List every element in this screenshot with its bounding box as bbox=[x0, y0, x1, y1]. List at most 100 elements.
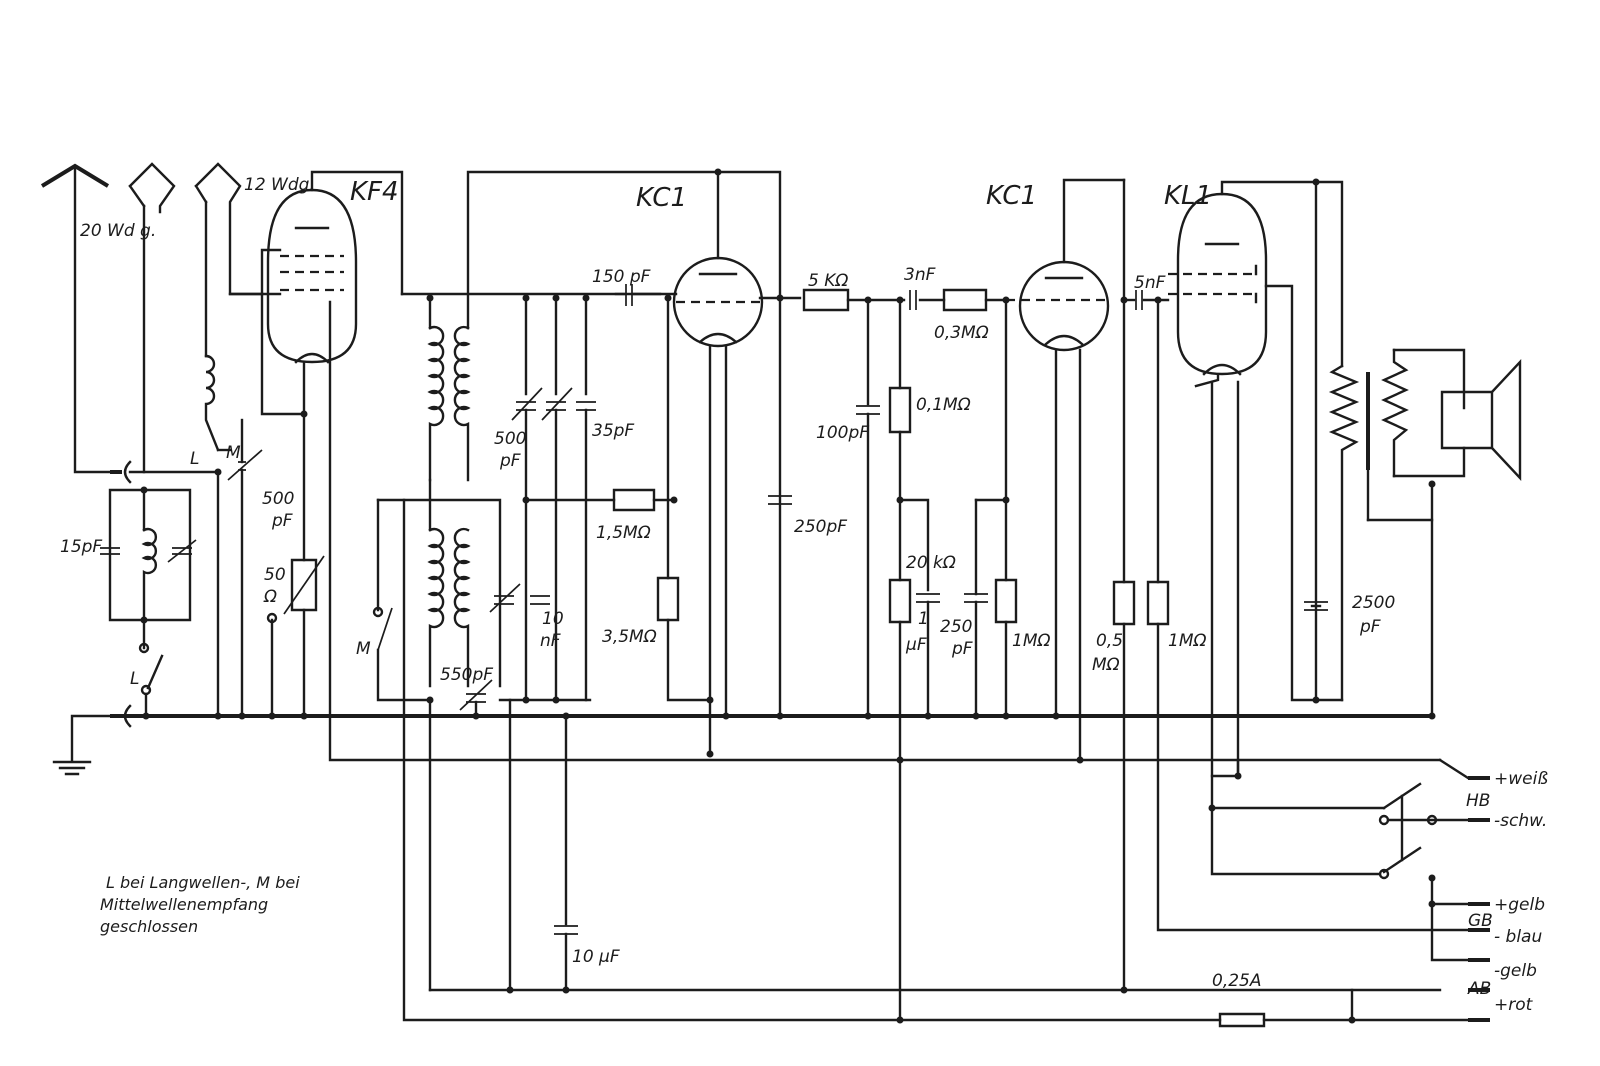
note-line-1: L bei Langwellen-, M bei bbox=[106, 873, 300, 892]
ground-symbol bbox=[52, 760, 92, 776]
coil-primary-upper bbox=[427, 325, 445, 482]
label-100pf: 100pF bbox=[816, 423, 869, 443]
label-150pf: 150 pF bbox=[592, 267, 651, 287]
label-wire-gelb-1: +gelb bbox=[1494, 895, 1545, 915]
label-5kohm: 5 KΩ bbox=[808, 271, 848, 291]
label-wire-weiss: +weiß bbox=[1494, 769, 1548, 789]
hb-switch bbox=[1382, 782, 1422, 874]
note-line-3: geschlossen bbox=[100, 917, 198, 936]
cap-150pf bbox=[625, 284, 633, 306]
label-2500pf-unit: pF bbox=[1359, 617, 1381, 637]
resistor-0-5m bbox=[1112, 580, 1136, 626]
switch-L-bottom bbox=[146, 654, 164, 690]
label-500pf-b: 500 bbox=[494, 429, 526, 449]
label-500pf-b-unit: pF bbox=[499, 451, 521, 471]
resistor-1m-a bbox=[994, 578, 1018, 624]
input-tuned-circuit bbox=[108, 488, 192, 622]
output-transformer-primary bbox=[1328, 364, 1360, 702]
label-12wdg: 12 Wdg. bbox=[244, 175, 315, 195]
label-20wdg: 20 Wd g. bbox=[80, 221, 156, 241]
label-tube-kf4: KF4 bbox=[350, 177, 399, 207]
resistor-50ohm bbox=[290, 558, 318, 612]
label-wire-rot: +rot bbox=[1494, 995, 1534, 1015]
label-3nf: 3nF bbox=[904, 265, 936, 285]
label-fuse-025a: 0,25A bbox=[1212, 971, 1261, 991]
coil-section bbox=[372, 168, 782, 992]
label-1mohm-a: 1MΩ bbox=[1012, 631, 1050, 651]
resistor-5k bbox=[802, 288, 850, 312]
resistor-0-1m bbox=[888, 386, 912, 434]
label-500pf-a-unit: pF bbox=[271, 511, 293, 531]
antenna-input-section bbox=[40, 162, 264, 776]
label-tube-kc1-a: KC1 bbox=[636, 183, 687, 213]
resistor-1-5m bbox=[612, 488, 656, 512]
label-tube-kc1-b: KC1 bbox=[986, 181, 1037, 211]
kf4-stage bbox=[216, 170, 1442, 762]
tube-kl1 bbox=[1176, 192, 1268, 376]
label-0-5mohm: 0,5 bbox=[1096, 631, 1123, 651]
label-wire-blau: - blau bbox=[1494, 927, 1542, 947]
label-20kohm: 20 kΩ bbox=[906, 553, 956, 573]
label-5nf: 5nF bbox=[1134, 273, 1166, 293]
label-switch-m-1: M bbox=[226, 443, 241, 463]
label-0-1mohm: 0,1MΩ bbox=[916, 395, 971, 415]
loudspeaker bbox=[1440, 390, 1494, 450]
label-1mohm-b: 1MΩ bbox=[1168, 631, 1206, 651]
label-10nf-unit: nF bbox=[540, 631, 561, 651]
resistor-20k bbox=[888, 578, 912, 624]
bus-lines bbox=[122, 498, 1490, 1028]
label-wire-schw: -schw. bbox=[1494, 811, 1547, 831]
coil-secondary-upper bbox=[453, 325, 471, 482]
label-tube-kl1: KL1 bbox=[1164, 181, 1212, 211]
label-switch-m-2: M bbox=[356, 639, 371, 659]
label-250pf-a: 250pF bbox=[794, 517, 847, 537]
kl1-stage bbox=[1168, 178, 1522, 810]
label-switch-l-1: L bbox=[190, 449, 199, 469]
labels: KF4 KC1 KC1 KL1 12 Wdg. 20 Wd g. 15pF L … bbox=[60, 175, 1548, 1015]
output-transformer-secondary bbox=[1381, 348, 1409, 478]
label-15pf: 15pF bbox=[60, 537, 102, 557]
label-hb: HB bbox=[1466, 791, 1490, 811]
label-10uf: 10 μF bbox=[572, 947, 620, 967]
cap-3nf bbox=[909, 290, 917, 310]
tube-kf4 bbox=[266, 188, 358, 364]
tuning-gang-cap bbox=[511, 387, 596, 421]
label-switch-l-2: L bbox=[130, 669, 139, 689]
label-3-5mohm: 3,5MΩ bbox=[602, 627, 657, 647]
coupling-network bbox=[802, 288, 1010, 1022]
label-1uf-unit: μF bbox=[905, 635, 927, 655]
cap-2500pf bbox=[1304, 601, 1328, 611]
cap-250pf-a bbox=[768, 495, 792, 505]
switch-M bbox=[377, 607, 393, 651]
label-250pf-b-unit: pF bbox=[951, 639, 973, 659]
label-1uf: 1 bbox=[918, 609, 929, 629]
resistor-3-5m bbox=[656, 576, 680, 622]
kc1-stage-1 bbox=[528, 170, 802, 756]
label-500pf-a: 500 bbox=[262, 489, 294, 509]
loop-antenna-1 bbox=[128, 162, 176, 214]
label-250pf-b: 250 bbox=[940, 617, 972, 637]
label-50ohm: 50 bbox=[264, 565, 286, 585]
ground-lead bbox=[70, 714, 112, 762]
cap-5nf bbox=[1135, 290, 1143, 310]
label-10nf: 10 bbox=[542, 609, 564, 629]
kc1-stage-2 bbox=[964, 178, 1470, 992]
label-50ohm-unit: Ω bbox=[263, 587, 277, 607]
antenna-socket-1 bbox=[123, 460, 132, 484]
antenna-symbol bbox=[40, 163, 110, 188]
note-line-2: Mittelwellenempfang bbox=[100, 895, 268, 914]
label-wire-gelb-2: -gelb bbox=[1494, 961, 1537, 981]
resistor-0-3m bbox=[942, 288, 988, 312]
fuse-025a bbox=[1218, 1012, 1266, 1028]
bus-rot bbox=[402, 498, 1222, 1022]
resistor-1m-b bbox=[1146, 580, 1170, 626]
label-0-5mohm-unit: MΩ bbox=[1092, 655, 1120, 675]
antenna-coil bbox=[204, 354, 220, 452]
label-ab: AB bbox=[1467, 979, 1491, 999]
label-0-3mohm: 0,3MΩ bbox=[934, 323, 989, 343]
label-35pf: 35pF bbox=[592, 421, 634, 441]
label-gb: GB bbox=[1468, 911, 1493, 931]
label-2500pf: 2500 bbox=[1352, 593, 1395, 613]
label-1-5mohm: 1,5MΩ bbox=[596, 523, 651, 543]
